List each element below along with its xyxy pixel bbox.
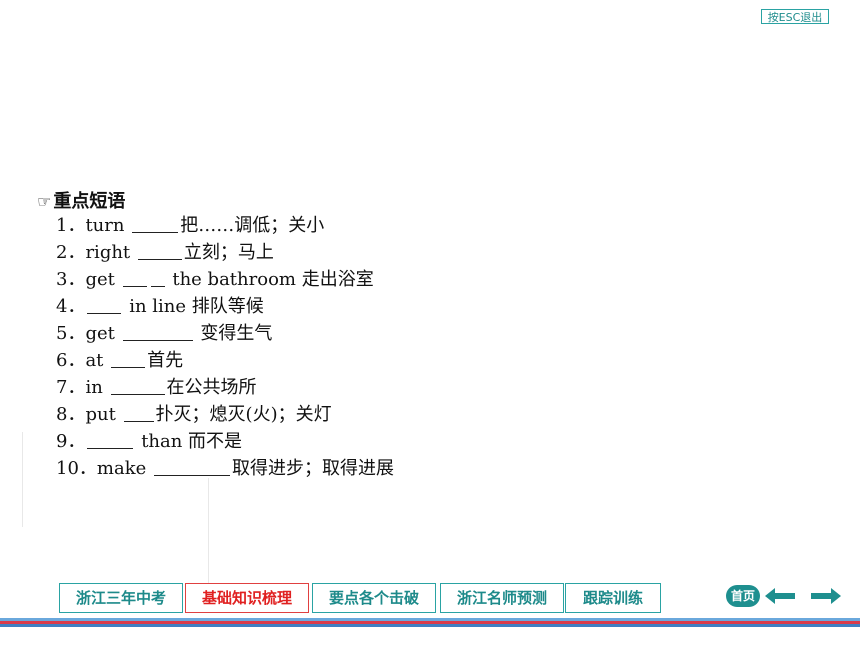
phrase-list: 1．turn 把……调低；关小 2．right 立刻；马上 3．get the … [56, 212, 394, 482]
answer-blank [122, 268, 147, 287]
answer-blank [122, 322, 193, 341]
answer-blank [87, 430, 134, 449]
nav-button-follow-up-training[interactable]: 跟踪训练 [565, 583, 661, 613]
arrow-right-icon[interactable] [811, 588, 841, 604]
answer-blank [132, 214, 179, 233]
decorative-line [22, 432, 23, 527]
section-title: ☞重点短语 [37, 187, 125, 213]
decorative-line [208, 478, 209, 588]
list-item: 3．get the bathroom 走出浴室 [56, 268, 374, 290]
list-item: 10．make 取得进步；取得进展 [56, 457, 394, 479]
bottom-stripes [0, 618, 860, 627]
stripe-red [0, 621, 860, 624]
stripe-blue-dark [0, 624, 860, 627]
nav-button-expert-prediction[interactable]: 浙江名师预测 [440, 583, 564, 613]
section-title-text: 重点短语 [53, 191, 126, 212]
nav-button-key-points[interactable]: 要点各个击破 [312, 583, 436, 613]
nav-button-basic-knowledge[interactable]: 基础知识梳理 [185, 583, 309, 613]
pointing-hand-icon: ☞ [37, 192, 52, 211]
list-item: 4． in line 排队等候 [56, 295, 264, 317]
arrow-left-icon[interactable] [765, 588, 795, 604]
answer-blank [150, 268, 165, 287]
answer-blank [154, 457, 230, 476]
list-item: 8．put 扑灭；熄灭(火)；关灯 [56, 403, 332, 425]
list-item: 6．at 首先 [56, 349, 184, 371]
answer-blank [123, 403, 154, 422]
list-item: 1．turn 把……调低；关小 [56, 214, 325, 236]
home-button[interactable]: 首页 [726, 585, 760, 607]
list-item: 5．get 变得生气 [56, 322, 273, 344]
answer-blank [87, 295, 122, 314]
list-item: 9． than 而不是 [56, 430, 243, 452]
list-item: 2．right 立刻；马上 [56, 241, 274, 263]
answer-blank [137, 241, 182, 260]
stripe-blue [0, 618, 860, 621]
esc-exit-button[interactable]: 按ESC退出 [761, 9, 829, 24]
answer-blank [110, 376, 165, 395]
nav-button-three-year-exams[interactable]: 浙江三年中考 [59, 583, 183, 613]
answer-blank [111, 349, 146, 368]
list-item: 7．in 在公共场所 [56, 376, 257, 398]
